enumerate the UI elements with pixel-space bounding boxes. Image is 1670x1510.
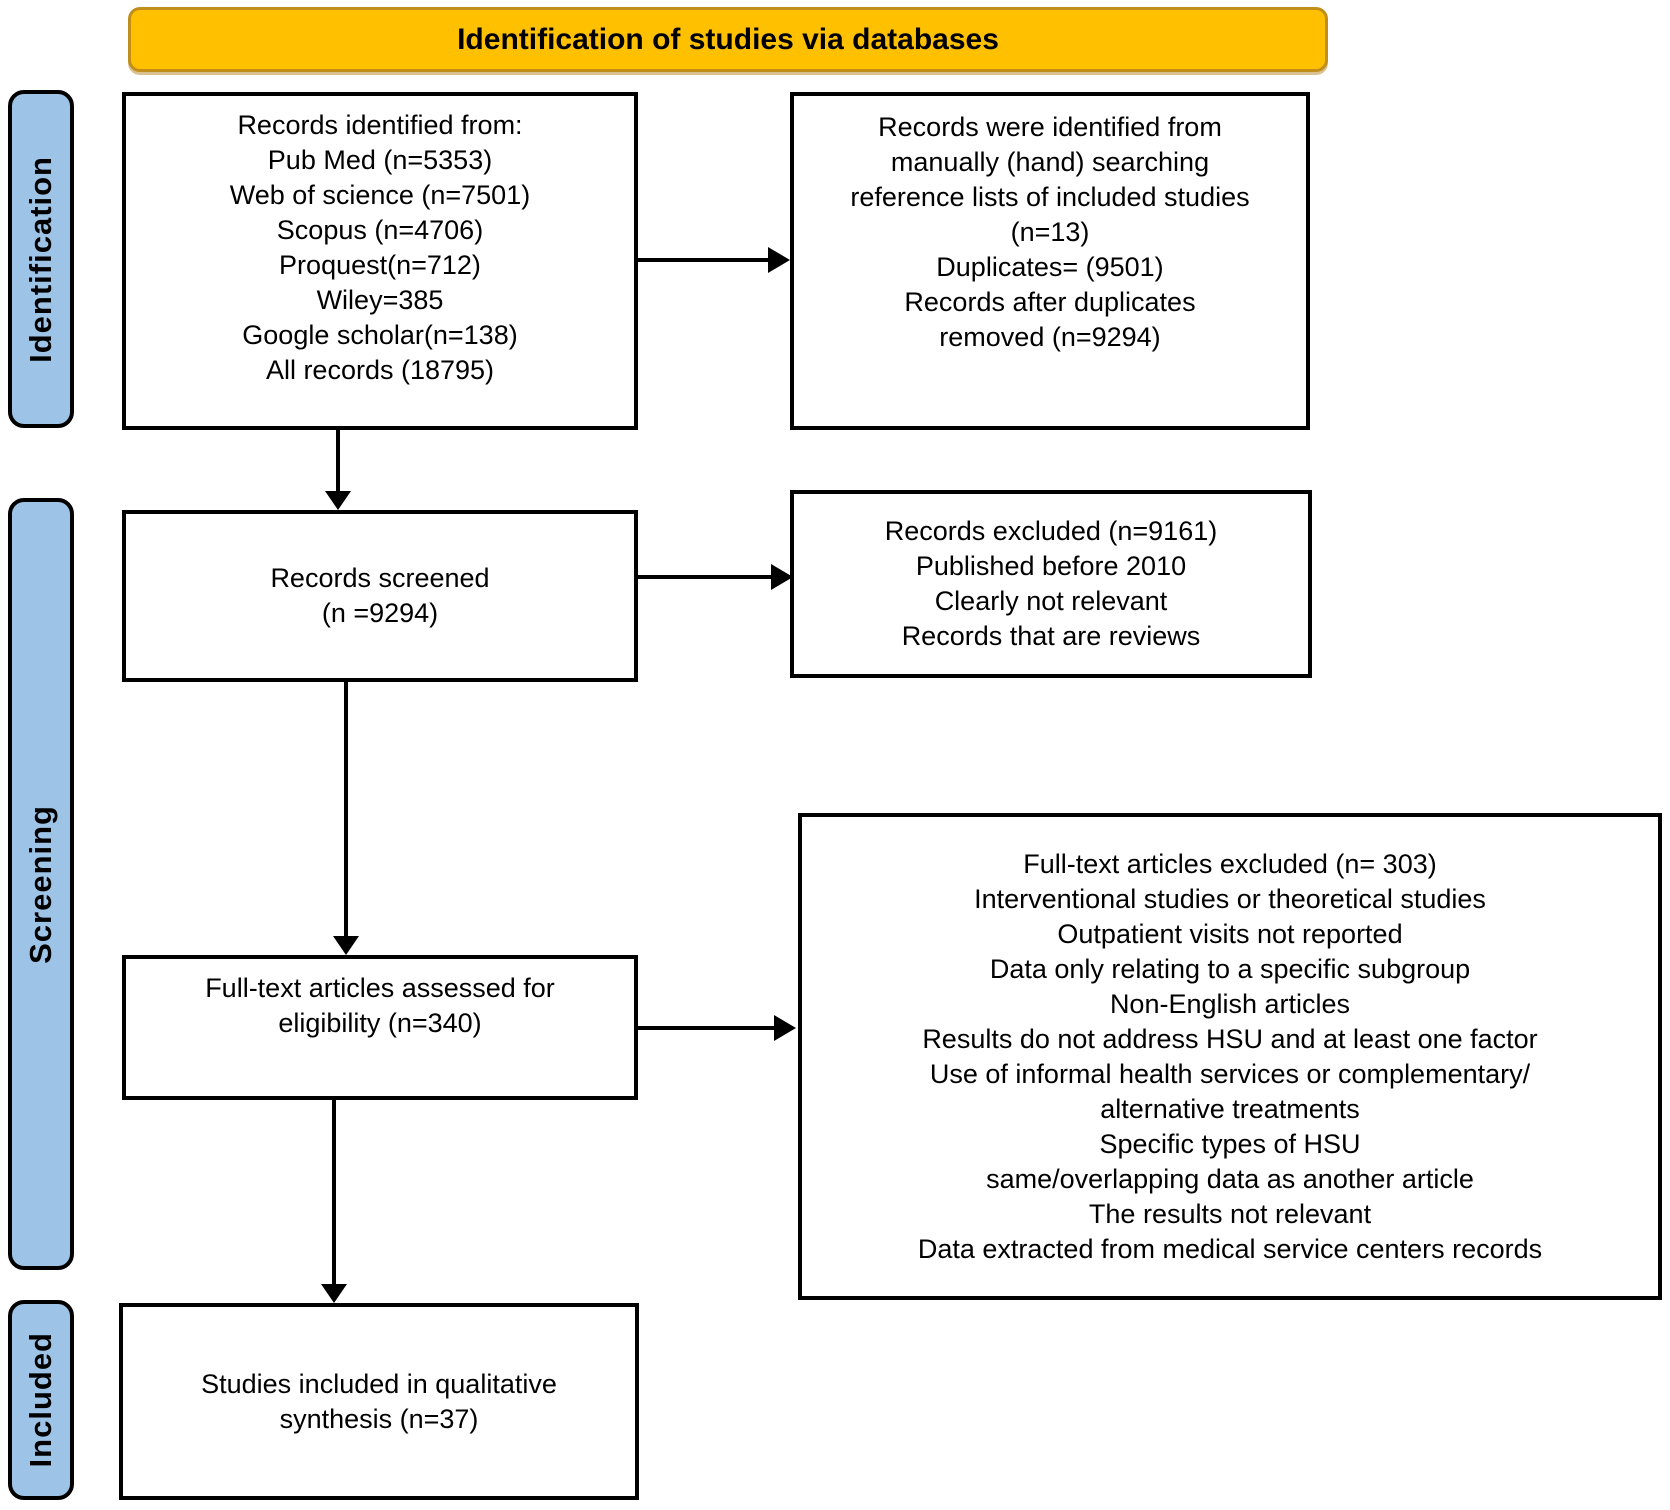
box-studies-included-text: Studies included in qualitative synthesi… xyxy=(201,1368,557,1434)
arrow-identified-to-screened-line xyxy=(336,430,340,494)
box-manual-search: Records were identified from manually (h… xyxy=(790,92,1310,430)
box-records-excluded: Records excluded (n=9161) Published befo… xyxy=(790,490,1312,678)
arrowhead-down-icon xyxy=(321,1284,347,1303)
stage-label-included: Included xyxy=(8,1300,74,1500)
arrowhead-down-icon xyxy=(325,491,351,510)
box-fulltext-excluded: Full-text articles excluded (n= 303) Int… xyxy=(798,813,1662,1300)
box-records-screened-text: Records screened (n =9294) xyxy=(270,563,490,628)
box-records-identified-text: Records identified from: Pub Med (n=5353… xyxy=(229,110,531,385)
box-records-excluded-text: Records excluded (n=9161) Published befo… xyxy=(884,516,1218,651)
box-studies-included: Studies included in qualitative synthesi… xyxy=(119,1303,639,1500)
stage-label-screening: Screening xyxy=(8,498,74,1270)
arrow-fulltext-to-included-line xyxy=(332,1100,336,1287)
stage-identification-text: Identification xyxy=(23,155,58,363)
stage-included-text: Included xyxy=(23,1332,58,1468)
box-fulltext-assessed-text: Full-text articles assessed for eligibil… xyxy=(205,973,555,1038)
arrowhead-down-icon xyxy=(333,936,359,955)
arrow-screened-to-fulltext-line xyxy=(344,682,348,939)
box-records-screened: Records screened (n =9294) xyxy=(122,510,638,682)
box-records-identified: Records identified from: Pub Med (n=5353… xyxy=(122,92,638,430)
banner-title: Identification of studies via databases xyxy=(457,22,999,56)
box-manual-search-text: Records were identified from manually (h… xyxy=(850,112,1250,352)
arrowhead-right-icon xyxy=(771,564,793,590)
arrowhead-right-icon xyxy=(774,1015,796,1041)
arrow-fulltext-to-excluded-line xyxy=(638,1026,776,1030)
box-fulltext-excluded-text: Full-text articles excluded (n= 303) Int… xyxy=(917,848,1543,1264)
arrow-screened-to-excluded-line xyxy=(638,575,773,579)
arrowhead-right-icon xyxy=(768,247,790,273)
arrow-identified-to-manual-line xyxy=(638,258,772,262)
box-fulltext-assessed: Full-text articles assessed for eligibil… xyxy=(122,955,638,1100)
stage-label-identification: Identification xyxy=(8,90,74,428)
banner-identification-via-databases: Identification of studies via databases xyxy=(128,7,1328,72)
stage-screening-text: Screening xyxy=(23,804,58,964)
